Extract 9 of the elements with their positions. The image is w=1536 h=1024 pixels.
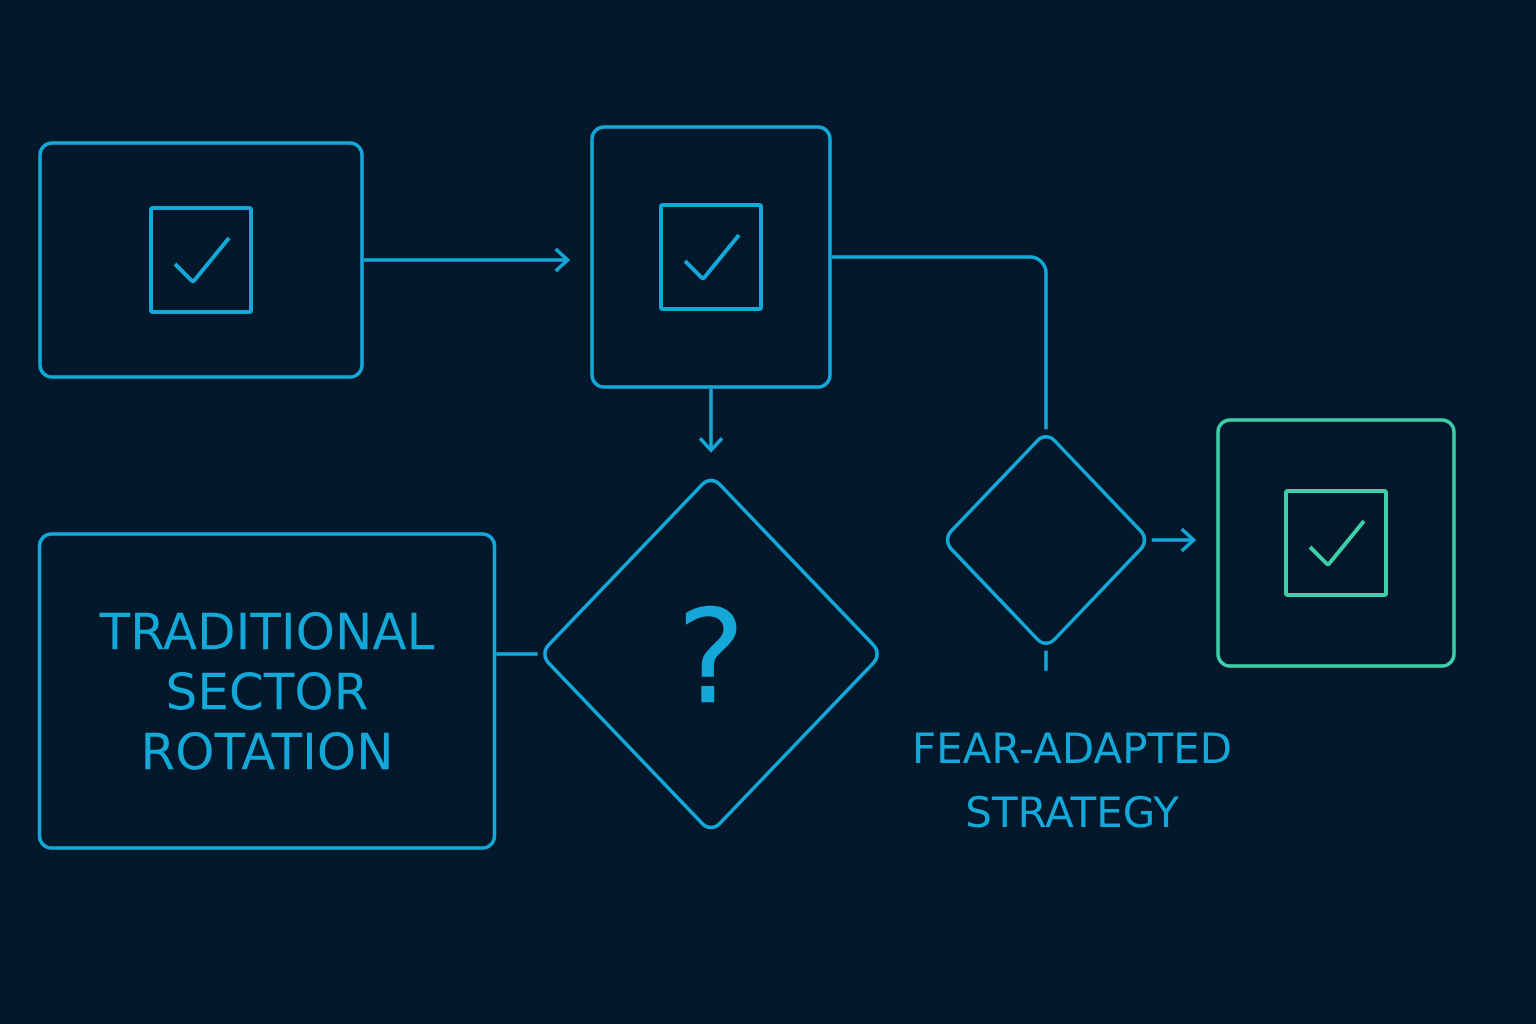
process-box bbox=[38, 141, 364, 379]
strategy-label: FEAR-ADAPTED STRATEGY bbox=[916, 732, 1230, 828]
arrow bbox=[698, 388, 724, 453]
arrow bbox=[1151, 527, 1197, 553]
process-box: TRADITIONAL SECTOR ROTATION bbox=[37, 532, 497, 850]
arrow bbox=[363, 247, 571, 273]
process-box bbox=[1216, 418, 1456, 668]
process-box bbox=[590, 125, 832, 389]
decision-diamond bbox=[945, 435, 1147, 645]
